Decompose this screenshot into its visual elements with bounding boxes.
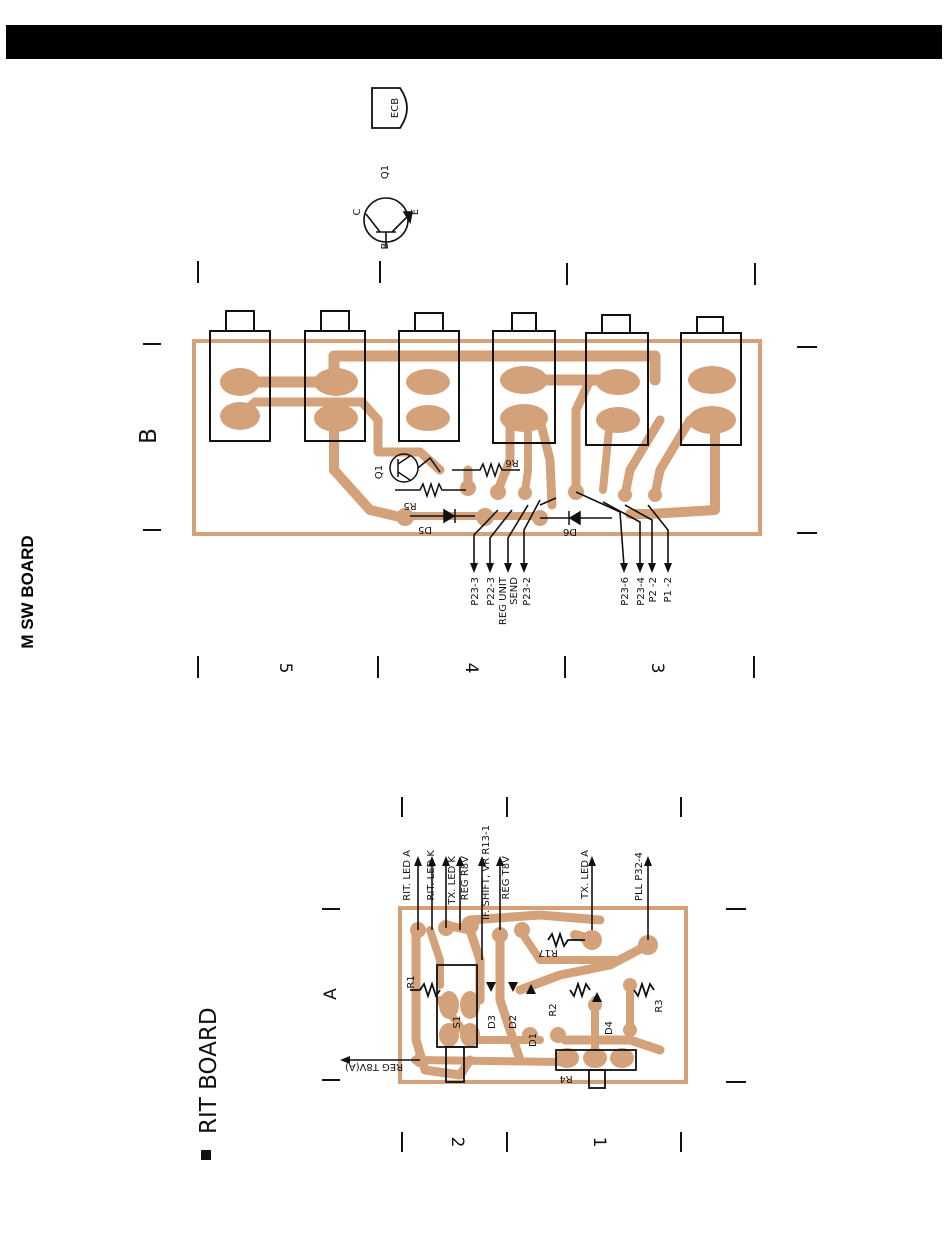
rit-d4-label: D4 [604, 1021, 615, 1035]
msw-arrowheads [470, 563, 672, 573]
title-bullet [201, 1150, 211, 1160]
conn-label: P23-4 [636, 577, 647, 606]
q1-pin-c: C [352, 208, 363, 215]
msw-pads [220, 366, 736, 526]
msw-col-4: 4 [461, 663, 481, 674]
conn-label: IF. SHIFT, VR R13-1 [481, 825, 492, 920]
msw-col-5: 5 [275, 663, 295, 674]
msw-col-3: 3 [647, 663, 667, 674]
conn-label: P2 -2 [648, 577, 659, 603]
rit-board-title: RIT BOARD [196, 1007, 222, 1134]
conn-label: SEND [509, 577, 520, 605]
rit-r4-label: R4 [559, 1073, 572, 1084]
msw-r6-label: R6 [505, 457, 518, 468]
conn-label: RIT. LED A [402, 850, 413, 901]
rit-r1-label: R1 [406, 975, 417, 988]
package-pin-label: ECB [390, 98, 401, 118]
conn-label: TX. LED A [580, 850, 591, 900]
conn-label: P1 -2 [663, 577, 674, 603]
msw-d5-label: D5 [418, 524, 432, 535]
q1-symbol [364, 198, 412, 248]
conn-label: RIT. LED K [426, 850, 437, 901]
q1-pin-e: E [410, 209, 421, 215]
rit-d1-label: D1 [528, 1033, 539, 1047]
conn-label: PLL P32-4 [634, 852, 645, 901]
rit-d3-label: D3 [487, 1015, 498, 1029]
msw-connector-labels: P23-3 P22-3 REG UNIT SEND P23-2 P23-6 P2… [470, 576, 674, 625]
conn-label: REG T8V(A) [345, 1061, 403, 1072]
conn-label: P23-3 [470, 577, 481, 606]
rit-r2-label: R2 [548, 1003, 559, 1016]
conn-label: REG R8V [460, 856, 471, 901]
rit-r3-label: R3 [654, 999, 665, 1012]
conn-label: TX. LED K [447, 856, 458, 906]
rit-col-1: 1 [589, 1137, 609, 1148]
conn-label: REG T8V [501, 856, 512, 900]
msw-board [194, 88, 760, 573]
rit-connector-labels: RIT. LED A RIT. LED K TX. LED K REG R8V … [345, 825, 645, 1072]
rit-d2-label: D2 [508, 1015, 519, 1029]
msw-r5-label: R5 [403, 500, 416, 511]
conn-label: P22-3 [486, 577, 497, 606]
rit-zone-letter: A [321, 988, 341, 1000]
conn-label: P23-2 [522, 577, 533, 606]
msw-d6-label: D6 [563, 526, 577, 537]
q1-pin-b: B [380, 242, 391, 249]
rit-r17-label: R17 [538, 947, 558, 958]
rit-col-2: 2 [447, 1137, 467, 1148]
msw-q1-label: Q1 [374, 465, 385, 479]
msw-zone-letter: B [136, 428, 162, 444]
q1-ref-label: Q1 [380, 165, 391, 179]
conn-label: P23-6 [620, 577, 631, 606]
conn-label: REG UNIT [498, 576, 509, 625]
rit-s1-label: S1 [452, 1016, 463, 1029]
